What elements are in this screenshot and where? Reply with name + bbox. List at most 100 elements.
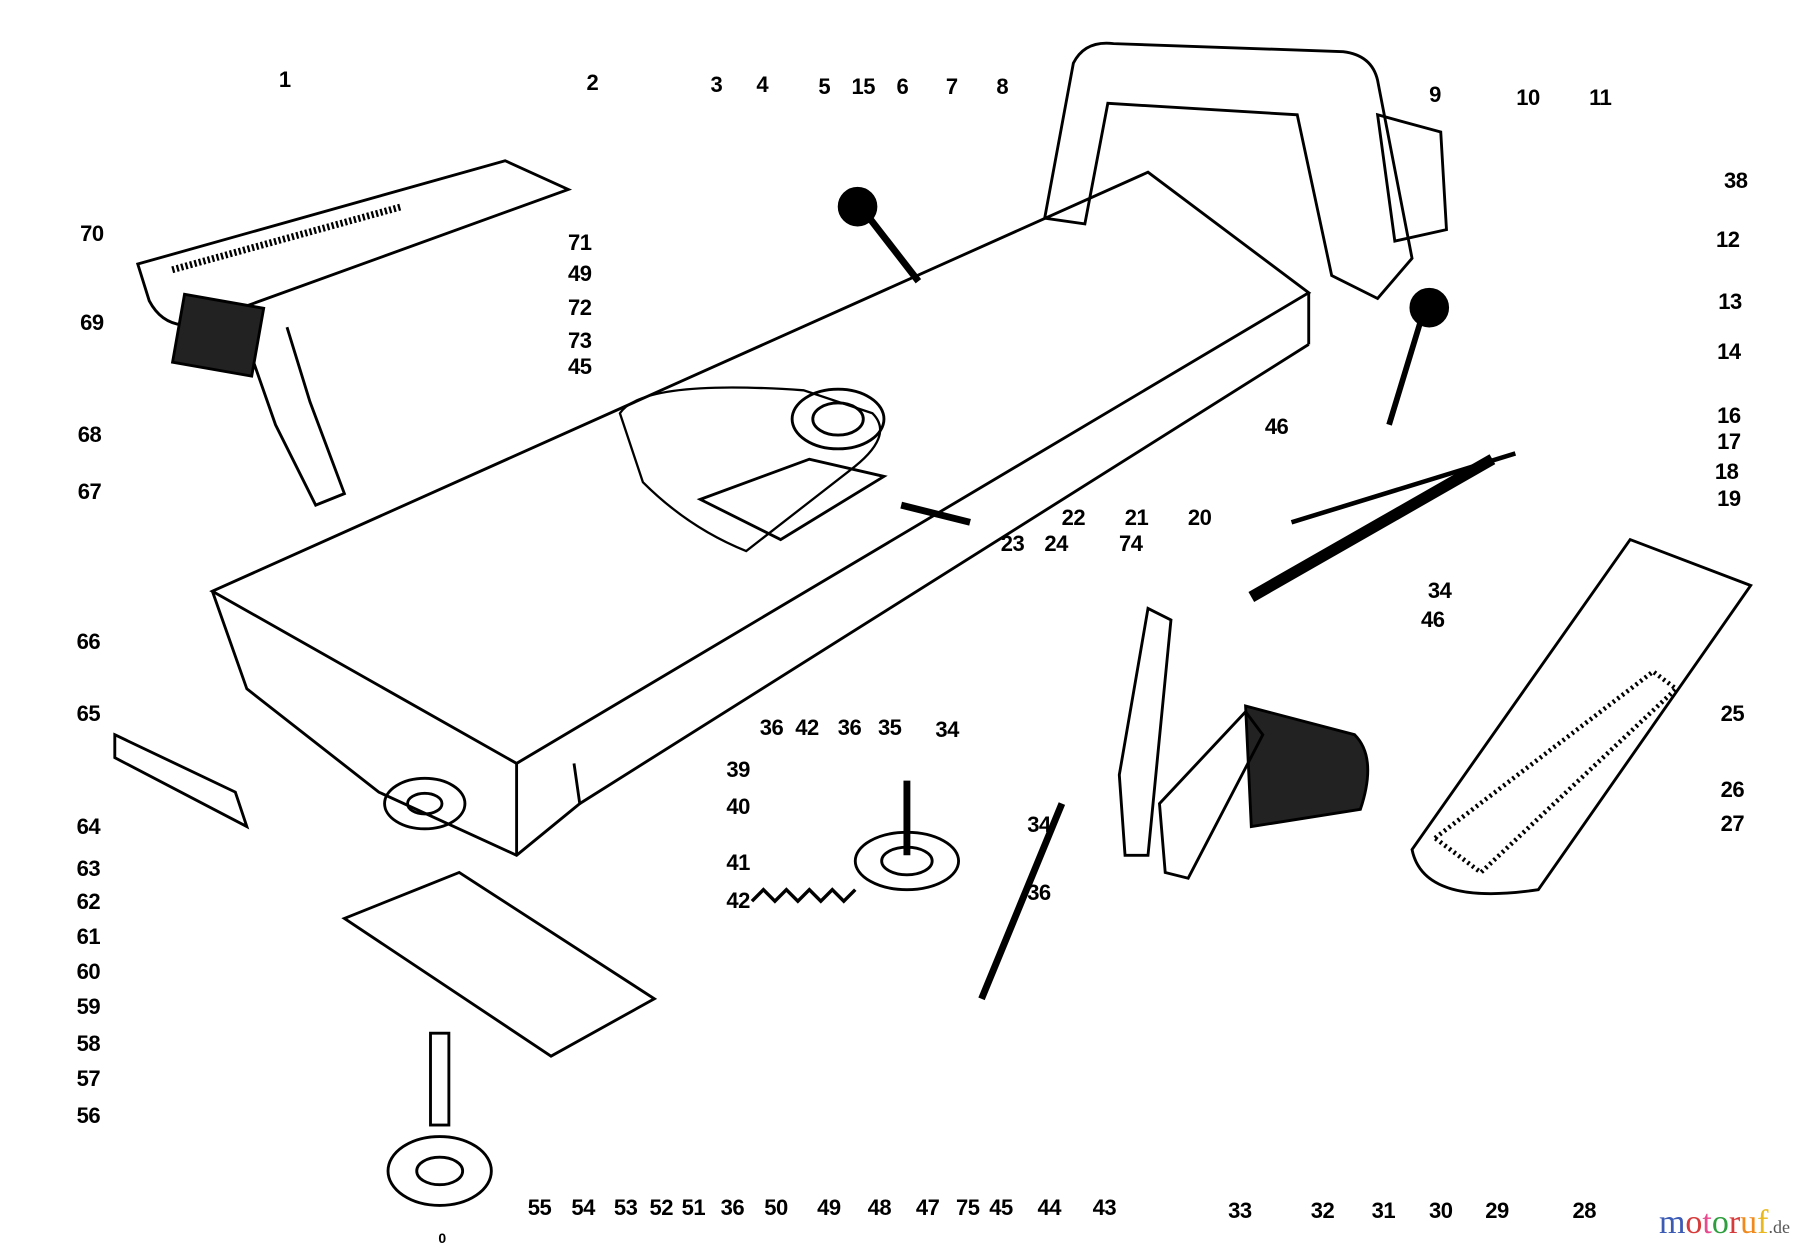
part-label-39: 39 xyxy=(726,757,750,783)
part-label-46: 46 xyxy=(1264,414,1289,440)
part-label-44: 44 xyxy=(1037,1194,1062,1220)
part-label-4: 4 xyxy=(756,71,769,97)
part-label-10: 10 xyxy=(1516,84,1540,110)
mounting-plate xyxy=(341,870,658,1058)
part-label-50: 50 xyxy=(764,1194,788,1220)
watermark-letter: t xyxy=(1702,1204,1712,1241)
part-label-8: 8 xyxy=(996,74,1009,100)
part-label-19: 19 xyxy=(1717,486,1741,512)
watermark-letter: o xyxy=(1711,1204,1729,1241)
lever-knob xyxy=(1409,287,1450,328)
part-label-12: 12 xyxy=(1715,226,1740,252)
part-label-15: 15 xyxy=(851,74,876,100)
part-label-54: 54 xyxy=(571,1194,595,1220)
watermark-domain: .de xyxy=(1768,1217,1791,1237)
part-label-6: 6 xyxy=(896,74,909,100)
part-label-36: 36 xyxy=(759,714,784,740)
watermark-letter: m xyxy=(1658,1204,1686,1241)
part-label-40: 40 xyxy=(726,794,750,820)
part-label-45: 45 xyxy=(567,354,592,380)
dash-console xyxy=(1042,41,1414,301)
part-label-0: 0 xyxy=(438,1229,446,1246)
part-label-52: 52 xyxy=(649,1194,673,1220)
part-label-36: 36 xyxy=(837,714,862,740)
part-label-47: 47 xyxy=(915,1194,940,1220)
part-label-28: 28 xyxy=(1572,1198,1596,1224)
part-label-24: 24 xyxy=(1044,531,1068,557)
idler-pulley xyxy=(790,387,886,451)
part-label-34: 34 xyxy=(1427,578,1452,604)
spring xyxy=(750,887,857,904)
part-label-65: 65 xyxy=(76,701,101,727)
part-label-61: 61 xyxy=(76,923,101,949)
part-label-34: 34 xyxy=(935,717,959,743)
part-label-42: 42 xyxy=(795,714,819,740)
part-label-31: 31 xyxy=(1371,1198,1396,1224)
part-label-74: 74 xyxy=(1119,531,1143,557)
part-label-62: 62 xyxy=(76,889,101,915)
part-label-29: 29 xyxy=(1485,1198,1509,1224)
part-label-16: 16 xyxy=(1717,402,1741,428)
part-label-72: 72 xyxy=(567,294,592,320)
part-label-55: 55 xyxy=(527,1194,552,1220)
part-label-59: 59 xyxy=(76,993,101,1019)
part-label-23: 23 xyxy=(1000,531,1025,557)
watermark-letter: r xyxy=(1728,1204,1741,1241)
part-label-30: 30 xyxy=(1428,1198,1453,1224)
bottom-pulley xyxy=(386,1135,493,1207)
part-label-27: 27 xyxy=(1720,811,1745,837)
top-pulley xyxy=(383,776,467,831)
part-label-51: 51 xyxy=(681,1194,706,1220)
part-label-49: 49 xyxy=(567,261,592,287)
part-label-9: 9 xyxy=(1429,82,1441,108)
part-label-63: 63 xyxy=(76,856,101,882)
part-label-45: 45 xyxy=(989,1194,1013,1220)
part-label-42: 42 xyxy=(726,888,750,914)
part-label-2: 2 xyxy=(586,69,599,95)
brake-pedal xyxy=(1244,704,1370,829)
part-label-21: 21 xyxy=(1124,504,1149,530)
part-label-71: 71 xyxy=(567,230,592,256)
part-label-25: 25 xyxy=(1720,701,1745,727)
part-label-35: 35 xyxy=(877,714,902,740)
frame-side xyxy=(211,590,582,857)
part-label-32: 32 xyxy=(1310,1198,1335,1224)
part-label-58: 58 xyxy=(76,1030,101,1056)
part-label-68: 68 xyxy=(77,422,102,448)
part-label-26: 26 xyxy=(1720,776,1745,802)
part-label-18: 18 xyxy=(1714,458,1739,484)
part-label-3: 3 xyxy=(710,71,723,97)
part-label-20: 20 xyxy=(1187,504,1212,530)
part-label-5: 5 xyxy=(818,74,831,100)
part-label-67: 67 xyxy=(77,479,102,505)
part-label-38: 38 xyxy=(1724,168,1748,194)
part-label-53: 53 xyxy=(613,1194,638,1220)
part-label-34: 34 xyxy=(1027,812,1051,838)
part-label-43: 43 xyxy=(1092,1194,1117,1220)
part-label-41: 41 xyxy=(726,850,750,876)
throttle-knob xyxy=(837,186,878,227)
part-label-73: 73 xyxy=(567,327,592,353)
right-footrest xyxy=(1410,537,1753,896)
part-label-13: 13 xyxy=(1718,288,1742,314)
watermark-letter: f xyxy=(1757,1204,1769,1241)
part-label-48: 48 xyxy=(867,1194,892,1220)
part-label-57: 57 xyxy=(76,1066,101,1092)
frame-top-plate xyxy=(209,170,1312,766)
part-label-17: 17 xyxy=(1717,428,1741,454)
watermark-letter: o xyxy=(1685,1204,1703,1241)
part-label-49: 49 xyxy=(817,1194,841,1220)
part-label-22: 22 xyxy=(1061,504,1086,530)
part-label-7: 7 xyxy=(945,74,958,100)
part-label-70: 70 xyxy=(80,221,104,247)
part-label-46: 46 xyxy=(1420,606,1445,632)
part-label-60: 60 xyxy=(76,959,101,985)
part-label-1: 1 xyxy=(278,67,291,93)
watermark-logo: motoruf.de xyxy=(1659,1204,1790,1242)
part-label-75: 75 xyxy=(956,1194,980,1220)
part-label-36: 36 xyxy=(1027,880,1051,906)
part-label-33: 33 xyxy=(1228,1198,1252,1224)
watermark-letter: u xyxy=(1740,1204,1758,1241)
